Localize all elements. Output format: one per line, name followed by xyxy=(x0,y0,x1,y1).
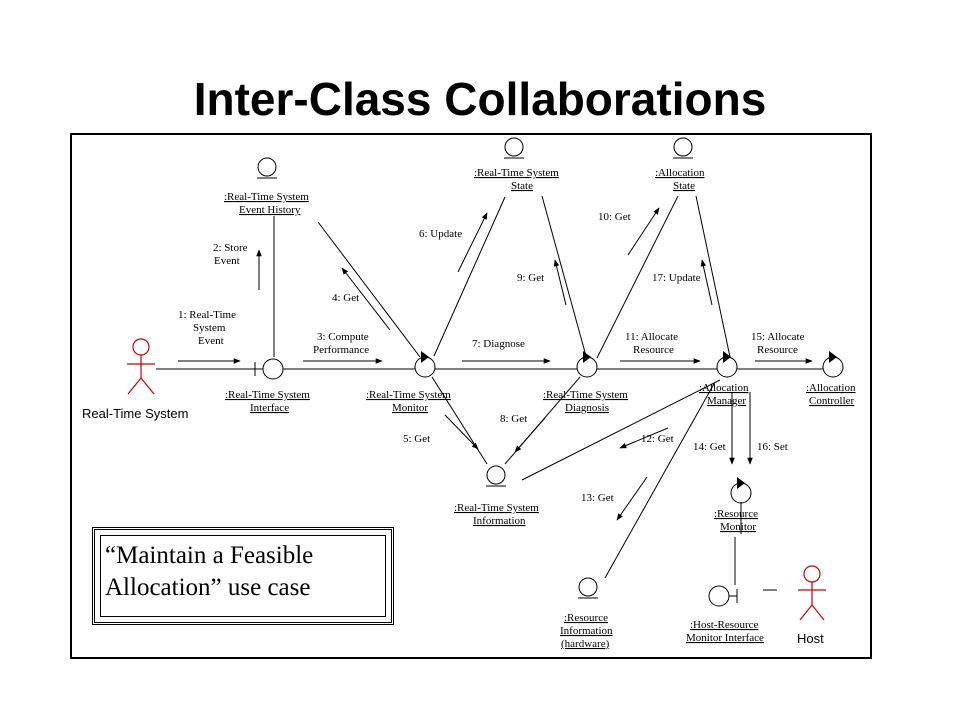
actor-host: Host xyxy=(797,565,826,646)
obj-rts-monitor-l2: Monitor xyxy=(392,402,428,414)
msg-1-l1: 1: Real-Time xyxy=(178,309,236,321)
obj-rts-interface-l1: :Real-Time System xyxy=(225,389,310,401)
obj-resource-info-l3: (hardware) xyxy=(561,638,610,650)
obj-rts-monitor-l1: :Real-Time System xyxy=(366,389,451,401)
use-case-note-line1: “Maintain a Feasible xyxy=(105,542,314,569)
boundary-rts-interface-icon xyxy=(254,358,284,380)
msg-2-l2: Event xyxy=(214,255,240,267)
obj-event-history-l2: Event History xyxy=(239,204,301,216)
diagram-frame xyxy=(70,133,872,659)
control-resource-monitor-icon xyxy=(730,477,752,504)
obj-alloc-controller-l2: Controller xyxy=(809,395,855,407)
msg-9: 9: Get xyxy=(517,272,544,284)
obj-host-resource-l2: Monitor Interface xyxy=(686,632,764,644)
obj-alloc-state-l2: State xyxy=(673,180,695,192)
msg-1-l3: Event xyxy=(198,335,224,347)
obj-resource-monitor-l1: :Resource xyxy=(714,508,758,520)
msg-17: 17: Update xyxy=(652,272,701,284)
msg-7: 7: Diagnose xyxy=(472,338,525,350)
obj-rts-information-l2: Information xyxy=(473,515,526,527)
use-case-note: “Maintain a Feasible Allocation” use cas… xyxy=(92,527,394,625)
control-rts-monitor-icon xyxy=(414,351,436,378)
message-arrows xyxy=(178,207,813,521)
entity-rts-information-icon xyxy=(486,465,506,487)
entity-alloc-state-icon xyxy=(673,137,693,159)
actor-label-host: Host xyxy=(797,631,824,646)
msg-14: 14: Get xyxy=(693,441,726,453)
msg-3-l2: Performance xyxy=(313,344,369,356)
use-case-note-text: “Maintain a Feasible Allocation” use cas… xyxy=(105,540,313,604)
obj-alloc-manager-l1: :Allocation xyxy=(699,382,749,394)
msg-2-l1: 2: Store xyxy=(213,242,248,254)
msg-5: 5: Get xyxy=(403,433,430,445)
entity-resource-info-icon xyxy=(578,577,598,599)
msg-4: 4: Get xyxy=(332,292,359,304)
actor-real-time-system: Real-Time System xyxy=(82,338,188,421)
obj-rts-information-l1: :Real-Time System xyxy=(454,502,539,514)
page-title: Inter-Class Collaborations xyxy=(193,73,767,125)
message-labels: 1: Real-Time System Event 2: Store Event… xyxy=(178,211,805,504)
msg-10: 10: Get xyxy=(598,211,631,223)
boundary-host-resource-icon xyxy=(708,585,777,607)
obj-rts-diagnosis-l2: Diagnosis xyxy=(565,402,609,414)
msg-15-l2: Resource xyxy=(757,344,798,356)
obj-resource-info-l2: Information xyxy=(560,625,613,637)
msg-8: 8: Get xyxy=(500,413,527,425)
object-labels: :Real-Time System Event History :Real-Ti… xyxy=(224,167,856,650)
obj-rts-state-l1: :Real-Time System xyxy=(474,167,559,179)
obj-resource-monitor-l2: Monitor xyxy=(720,521,756,533)
msg-13: 13: Get xyxy=(581,492,614,504)
use-case-note-inner-border xyxy=(100,535,386,617)
msg-6: 6: Update xyxy=(419,228,462,240)
obj-alloc-controller-l1: :Allocation xyxy=(806,382,856,394)
obj-host-resource-l1: :Host-Resource xyxy=(690,619,759,631)
actor-label-rts: Real-Time System xyxy=(82,406,188,421)
msg-16: 16: Set xyxy=(757,441,788,453)
obj-rts-diagnosis-l1: :Real-Time System xyxy=(543,389,628,401)
obj-event-history-l1: :Real-Time System xyxy=(224,191,309,203)
entity-rts-state-icon xyxy=(504,137,524,159)
obj-rts-state-l2: State xyxy=(511,180,533,192)
obj-alloc-state-l1: :Allocation xyxy=(655,167,705,179)
msg-11-l1: 11: Allocate xyxy=(625,331,678,343)
obj-alloc-manager-l2: Manager xyxy=(707,395,746,407)
use-case-note-line2: Allocation” use case xyxy=(105,574,311,601)
msg-12: 12: Get xyxy=(641,433,674,445)
msg-1-l2: System xyxy=(193,322,226,334)
control-rts-diagnosis-icon xyxy=(576,351,598,378)
obj-resource-info-l1: :Resource xyxy=(564,612,608,624)
obj-rts-interface-l2: Interface xyxy=(250,402,289,414)
msg-3-l1: 3: Compute xyxy=(317,331,369,343)
msg-15-l1: 15: Allocate xyxy=(751,331,805,343)
control-alloc-controller-icon xyxy=(822,351,844,378)
msg-11-l2: Resource xyxy=(633,344,674,356)
entity-event-history-icon xyxy=(257,157,277,179)
control-alloc-manager-icon xyxy=(716,351,738,378)
